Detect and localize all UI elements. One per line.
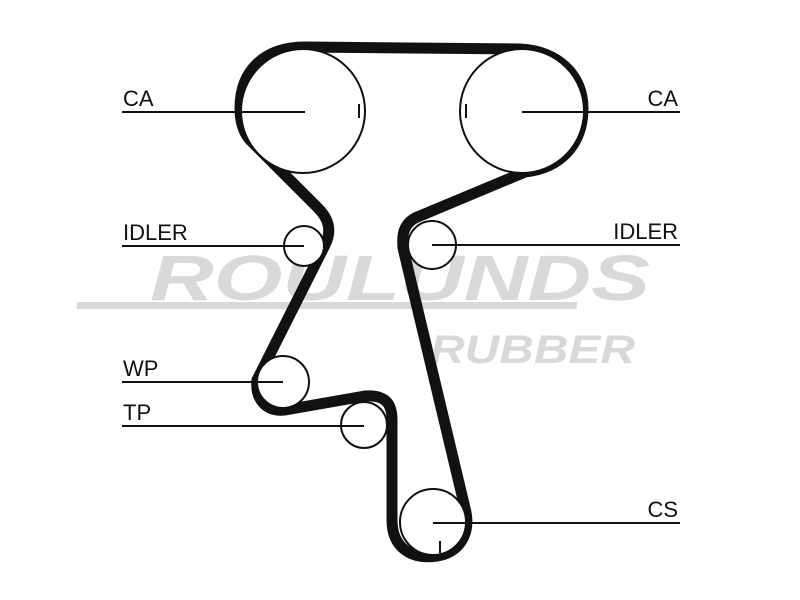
label-tp: TP: [123, 400, 151, 425]
leader-lines: [122, 111, 680, 524]
label-ca-left: CA: [123, 86, 154, 111]
label-ca-right: CA: [647, 86, 678, 111]
timing-marks: [358, 104, 467, 553]
label-idler-right: IDLER: [613, 219, 678, 244]
label-wp: WP: [123, 356, 158, 381]
roulunds-rubber-watermark: ROULUNDS RUBBER: [76, 242, 650, 372]
label-cs: CS: [647, 497, 678, 522]
watermark-underline: [76, 302, 578, 309]
watermark-sub: RUBBER: [430, 328, 635, 372]
label-idler-left: IDLER: [123, 220, 188, 245]
